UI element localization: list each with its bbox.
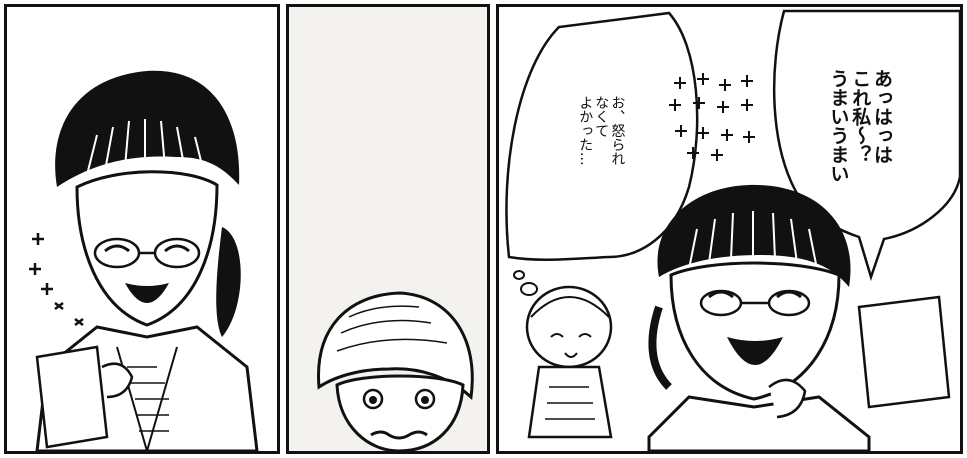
woman-laughing	[35, 70, 259, 451]
thought-bubble	[505, 11, 699, 261]
speech-line: あっはっは	[871, 68, 894, 164]
panel-1	[4, 4, 280, 454]
thought-bubble-text: お、怒られ なくて よかった…	[561, 69, 641, 166]
sfx-excitement-marks	[669, 73, 755, 161]
thought-line: なくて	[593, 95, 610, 138]
thought-line: よかった…	[577, 95, 594, 166]
thought-bubble-dot	[520, 282, 538, 296]
panel-3: あっはっは これ私～？ うまいうまい お、怒られ なくて よかった…	[496, 4, 963, 454]
panel-3-art	[505, 9, 960, 451]
panel-2	[286, 4, 490, 454]
girl-smiling-nervously	[317, 291, 474, 451]
speech-line: うまいうまい	[827, 68, 850, 183]
panel-1-art	[29, 70, 259, 451]
speech-bubble-text: あっはっは これ私～？ うまいうまい	[805, 29, 914, 183]
thought-line: お、怒られ	[609, 95, 626, 166]
woman-laughing-with-paper	[647, 184, 951, 451]
speech-line: これ私～？	[849, 68, 872, 164]
panel-2-art	[317, 291, 474, 451]
thought-bubble-dot	[513, 270, 525, 280]
chibi-girl-relieved	[525, 285, 613, 439]
